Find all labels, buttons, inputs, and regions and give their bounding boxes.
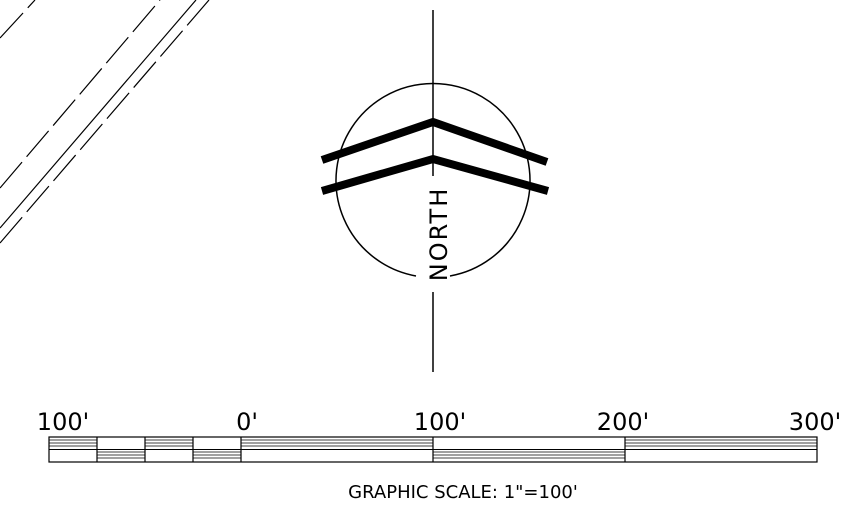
scale-dividers: [96, 437, 626, 462]
road-line-1: [0, 0, 36, 39]
north-label: NORTH: [425, 187, 453, 281]
north-circle: [335, 82, 531, 277]
scale-tick-label: 0': [236, 408, 258, 436]
north-chevron-upper: [320, 117, 549, 166]
scale-bar: 100' 0' 100' 200' 300': [37, 408, 841, 503]
scale-caption: GRAPHIC SCALE: 1"=100': [348, 482, 578, 503]
road-line-4: [0, 0, 210, 244]
north-arrow: NORTH: [320, 10, 550, 372]
scale-tick-label: 100': [414, 408, 466, 436]
property-lines: [0, 0, 210, 244]
scale-tick-label: 100': [37, 408, 89, 436]
scale-hatch-top: [49, 439, 817, 447]
road-line-3: [0, 0, 197, 229]
scale-tick-label: 200': [597, 408, 649, 436]
scale-hatch-bottom: [97, 451, 625, 459]
north-chevron-lower: [320, 154, 550, 195]
road-line-2: [0, 0, 161, 189]
scale-tick-label: 300': [789, 408, 841, 436]
